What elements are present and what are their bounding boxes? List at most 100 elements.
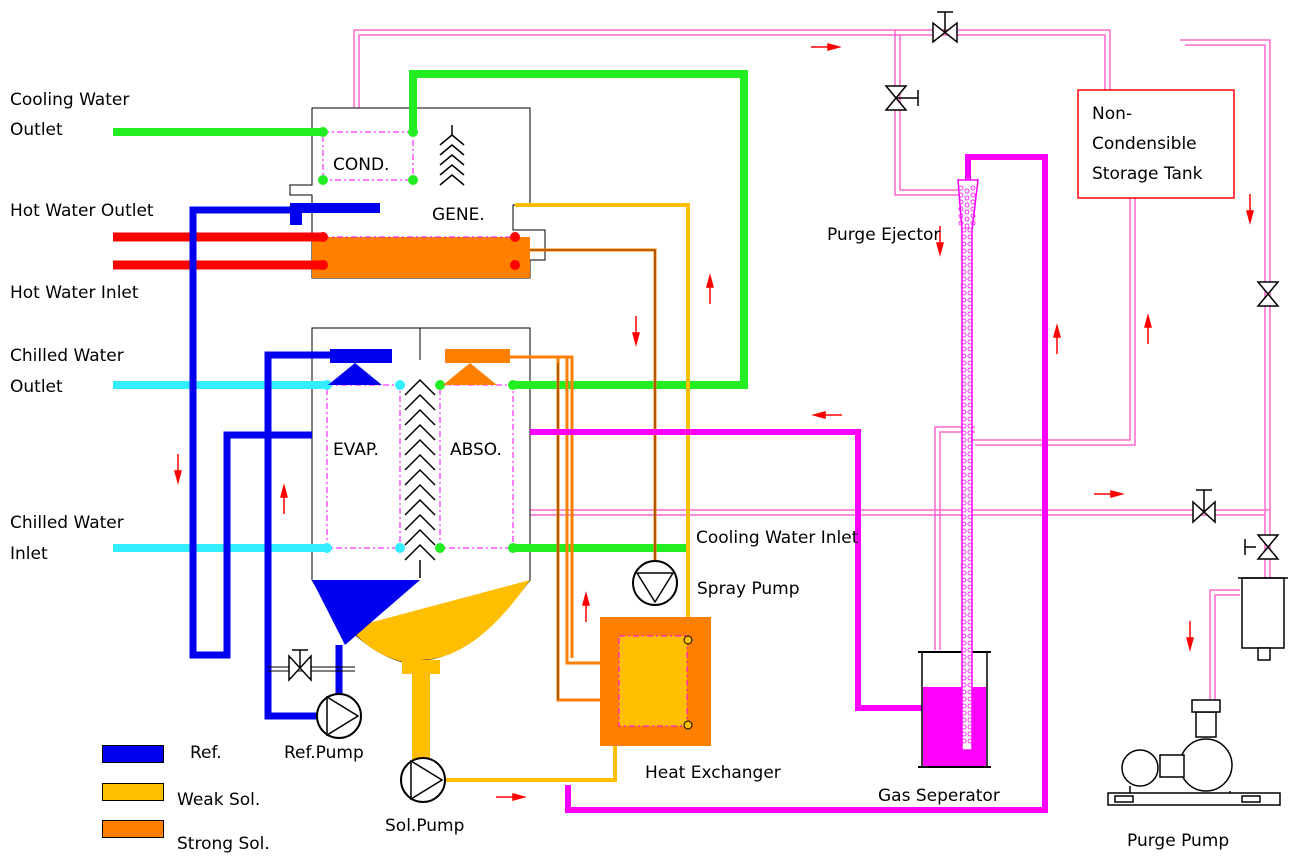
legend-swatch-ref <box>102 745 164 763</box>
label-chilled-water-inlet: Chilled Water <box>10 513 124 533</box>
strong-solution-lines-inner <box>530 249 656 700</box>
legend-label-weak: Weak Sol. <box>177 790 261 810</box>
bubble <box>961 717 967 723</box>
flow-arrow-icon <box>632 316 640 347</box>
bubble <box>961 528 967 534</box>
bubble <box>961 227 967 233</box>
evap-spray-nozzle <box>328 363 382 385</box>
purge-thick-lines <box>530 154 1048 813</box>
label-hot-water-outlet: Hot Water Outlet <box>10 201 154 221</box>
chilled-water-lines <box>113 381 327 552</box>
bubble <box>961 668 967 674</box>
bubble <box>961 549 967 555</box>
bubble <box>967 570 973 576</box>
sol-pump-icon <box>400 757 446 803</box>
bubble <box>967 689 973 695</box>
gas-separator <box>918 651 991 768</box>
bubble <box>967 535 973 541</box>
bubble <box>961 339 967 345</box>
generator-solution <box>312 237 530 278</box>
bubble <box>961 535 967 541</box>
bubble <box>958 192 964 198</box>
label-cooling-water-inlet: Cooling Water Inlet <box>696 528 859 548</box>
bubble <box>970 185 976 191</box>
bubble <box>961 416 967 422</box>
bubble <box>967 290 973 296</box>
flow-arrow-icon <box>811 43 842 51</box>
bubble <box>961 269 967 275</box>
bubble <box>961 444 967 450</box>
bubble <box>967 633 973 639</box>
legend-swatch-strong <box>102 820 164 838</box>
abso-spray-header <box>445 349 510 363</box>
ref-pump-icon <box>316 693 362 739</box>
flow-arrow-icon <box>1094 490 1125 498</box>
bubble <box>961 402 967 408</box>
bubble <box>964 195 970 201</box>
flow-arrow-icon <box>582 591 590 622</box>
bubble <box>967 591 973 597</box>
flow-arrow-icon <box>1246 194 1254 225</box>
bubble <box>961 507 967 513</box>
bubble <box>961 514 967 520</box>
bubble <box>967 227 973 233</box>
bubble <box>967 717 973 723</box>
flow-arrow-icon <box>1053 323 1061 354</box>
condenser-coil <box>322 131 414 181</box>
bubble <box>961 346 967 352</box>
spray-pump-icon <box>632 560 678 606</box>
bubble <box>967 556 973 562</box>
hot-water-lines <box>113 232 323 270</box>
bubble <box>967 703 973 709</box>
bubble <box>961 318 967 324</box>
bubble <box>961 731 967 737</box>
bubble <box>967 262 973 268</box>
label-cond: COND. <box>333 155 390 175</box>
legend-label-strong: Strong Sol. <box>177 834 270 854</box>
bubble <box>970 199 976 205</box>
bubble <box>961 577 967 583</box>
bubble <box>958 220 964 226</box>
bubble <box>967 661 973 667</box>
bubble <box>961 598 967 604</box>
valve-icon <box>1192 489 1216 524</box>
bubble <box>970 213 976 219</box>
bubble <box>961 290 967 296</box>
bubble <box>961 430 967 436</box>
bubble <box>967 612 973 618</box>
label-purge-pump: Purge Pump <box>1127 831 1230 851</box>
bubble <box>967 528 973 534</box>
bubble <box>961 297 967 303</box>
bubble <box>967 360 973 366</box>
bubble <box>967 479 973 485</box>
label-hot-water-inlet: Hot Water Inlet <box>10 283 139 303</box>
bubble <box>967 402 973 408</box>
bubble <box>967 598 973 604</box>
bubble <box>961 367 967 373</box>
condenser-refrigerant-tray <box>290 203 380 225</box>
evap-spray-header <box>330 349 392 363</box>
bubble <box>967 640 973 646</box>
bubble <box>967 738 973 744</box>
bubble <box>967 549 973 555</box>
bubble <box>967 696 973 702</box>
label-purge-ejector: Purge Ejector <box>827 225 941 245</box>
bubble <box>961 696 967 702</box>
bubble <box>967 668 973 674</box>
bubble <box>961 605 967 611</box>
bubble <box>967 654 973 660</box>
bubble <box>970 206 976 212</box>
chilled-water-dots <box>322 380 405 553</box>
bubble <box>961 283 967 289</box>
purge-thin-lines <box>353 29 1271 700</box>
bubble <box>967 381 973 387</box>
bubble <box>961 689 967 695</box>
bubble <box>961 486 967 492</box>
abso-spray-nozzle <box>443 363 497 385</box>
bubble <box>967 416 973 422</box>
bubble <box>961 255 967 261</box>
bubble <box>967 423 973 429</box>
valve-icon <box>932 11 958 44</box>
flow-arrow-icon <box>174 454 182 485</box>
